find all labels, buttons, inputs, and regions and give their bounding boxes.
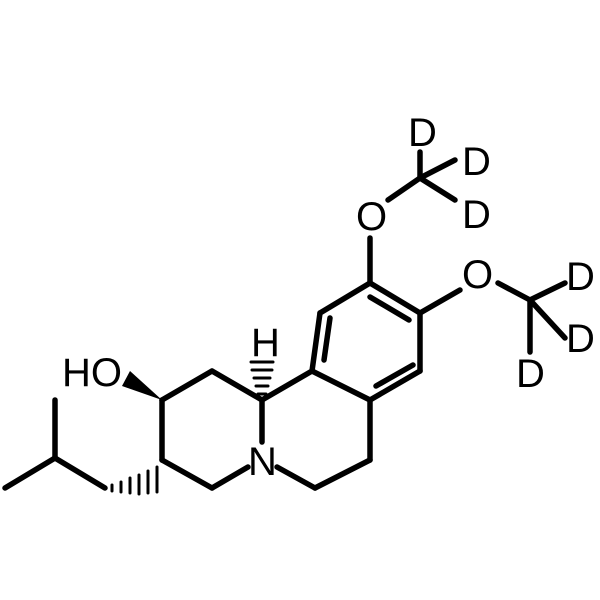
- oxygen-lower-label: O: [462, 253, 493, 297]
- methoxy-upper: [367, 149, 458, 286]
- deuterium-label-2: D: [462, 140, 491, 184]
- hydroxyl-label: HO: [62, 351, 122, 395]
- bond-c11b-aryl: [259, 368, 315, 403]
- deuterium-label-6: D: [516, 352, 545, 396]
- hashed-wedge-isobutyl: [110, 465, 159, 496]
- bold-wedge-hydroxyl: [122, 371, 162, 400]
- stereo-hydrogen-label: H: [251, 321, 280, 365]
- deuterium-label-4: D: [566, 255, 595, 299]
- methoxy-lower: [417, 280, 568, 355]
- ethylene-bridge: [274, 397, 373, 491]
- nitrogen-label: N: [248, 440, 277, 484]
- deuterium-label-1: D: [408, 111, 437, 155]
- hashed-wedge-hydrogen: [249, 360, 275, 396]
- piperidine-ring: [159, 368, 265, 491]
- isobutyl-group: [2, 397, 108, 491]
- deuterium-label-5: D: [566, 317, 595, 361]
- benzene-ring: [309, 280, 423, 403]
- deuterium-label-3: D: [462, 193, 491, 237]
- oxygen-upper-label: O: [356, 195, 387, 239]
